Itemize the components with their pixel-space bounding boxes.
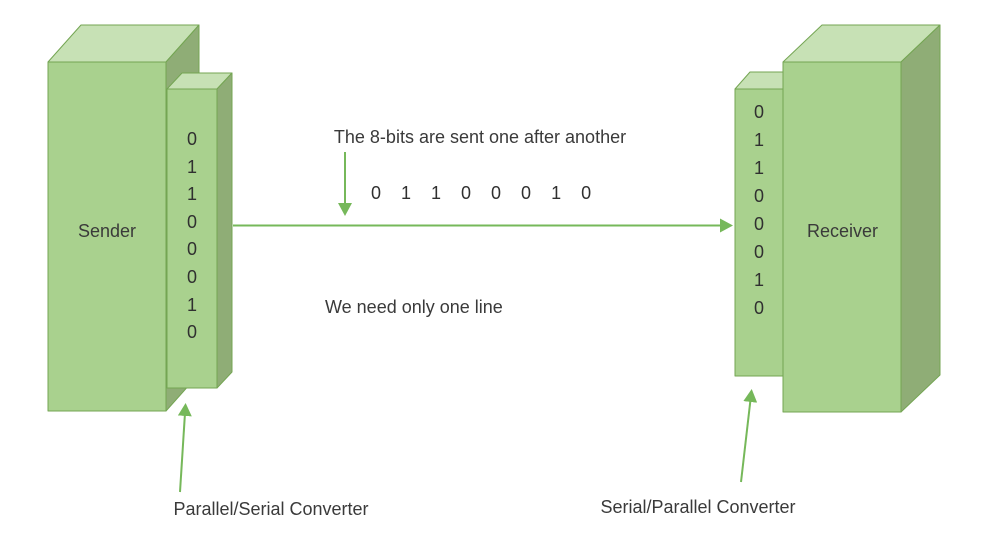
bit-value: 0 <box>753 186 764 206</box>
receiver-converter-bits: 0 1 1 0 0 0 1 0 <box>735 98 783 322</box>
sender-converter-front-face <box>166 88 218 389</box>
sender-converter-arrow <box>177 403 192 493</box>
bit-value: 0 <box>186 322 197 343</box>
channel-note: We need only one line <box>325 297 503 317</box>
bit-value: 0 <box>186 266 197 287</box>
bit-value: 1 <box>753 130 764 150</box>
channel-heading: The 8-bits are sent one after another <box>333 127 627 147</box>
bit-value: 1 <box>186 156 197 177</box>
sender-converter-caption: Parallel/Serial Converter <box>173 499 369 519</box>
receiver-box-front-face <box>782 61 902 413</box>
sender-box-front-face <box>47 61 167 412</box>
receiver-label: Receiver <box>806 221 879 241</box>
sender-label: Sender <box>77 221 137 241</box>
bit-value: 0 <box>753 242 764 262</box>
serial-bit-stream: 0 1 1 0 0 0 1 0 <box>371 183 593 203</box>
bit-value: 0 <box>753 298 764 318</box>
bit-value: 1 <box>186 294 197 315</box>
bit-value: 0 <box>186 129 197 149</box>
bit-value: 0 <box>186 211 197 232</box>
bit-value: 1 <box>186 184 197 205</box>
sender-converter-side-face <box>216 72 233 389</box>
receiver-box-side-face <box>900 24 941 413</box>
bit-value: 0 <box>753 214 764 234</box>
bit-value: 0 <box>186 239 197 260</box>
receiver-converter-arrow <box>740 389 758 483</box>
sender-converter-bits: 0 1 1 0 0 0 1 0 <box>167 126 217 347</box>
bit-value: 1 <box>753 158 764 178</box>
receiver-converter-caption: Serial/Parallel Converter <box>600 497 796 517</box>
bit-value: 1 <box>753 270 764 290</box>
bit-value: 0 <box>753 102 764 122</box>
